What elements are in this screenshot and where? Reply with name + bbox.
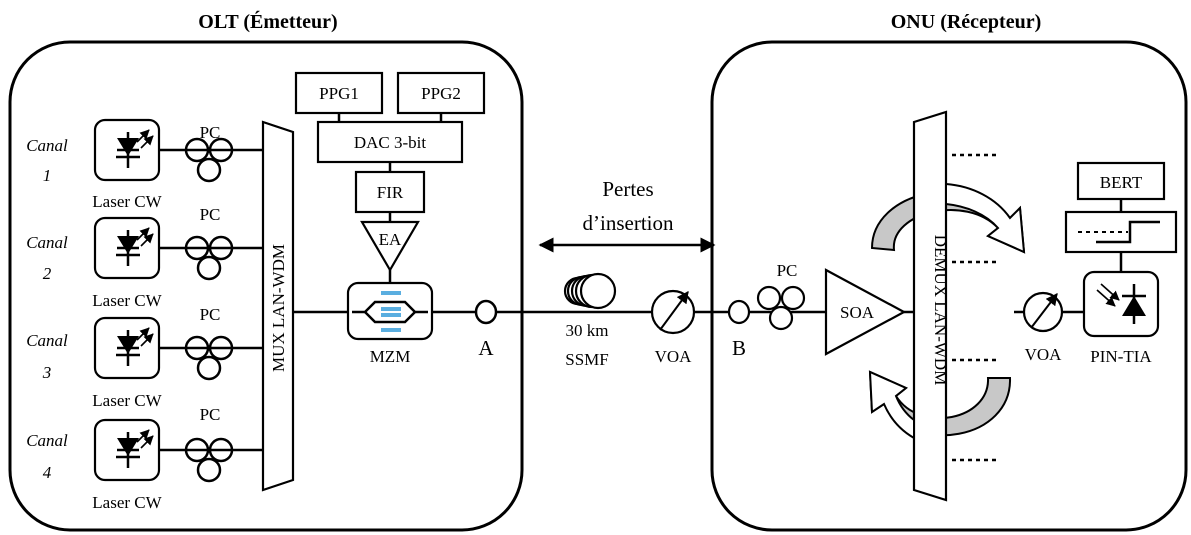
mzm-label: MZM (370, 347, 411, 366)
point-b-marker (727, 299, 751, 325)
insertion-loss-label-2: d’insertion (583, 211, 674, 235)
onu-receiver: ONU (Récepteur) B PC SOA DEMUX LAN-WDM (710, 11, 1188, 532)
channel-4-label: Canal (26, 431, 68, 450)
soa-amplifier: SOA (824, 268, 907, 356)
rx-voa-label: VOA (1025, 345, 1063, 364)
channel-4-number: 4 (43, 463, 52, 482)
laser-diode-icon (95, 120, 159, 180)
point-b-label: B (732, 336, 746, 360)
laser-1-label: Laser CW (92, 192, 162, 211)
fiber-type-label: SSMF (565, 350, 608, 369)
bert-block: BERT (1076, 161, 1166, 201)
insertion-loss-label-1: Pertes (602, 177, 653, 201)
pc-2-label: PC (200, 205, 221, 224)
channel-3-number: 3 (42, 363, 52, 382)
ea-amplifier: EA (360, 220, 420, 273)
ppg1-block: PPG1 (294, 71, 384, 115)
dac-label: DAC 3-bit (354, 133, 427, 152)
fiber-length-label: 30 km (566, 321, 609, 340)
olt-title: OLT (Émetteur) (198, 10, 337, 33)
rx-voa-icon (1022, 291, 1064, 333)
mux-label: MUX LAN-WDM (269, 244, 288, 372)
upper-arrow-head-icon (945, 182, 1026, 254)
voa-link-label: VOA (655, 347, 693, 366)
dac-block: DAC 3-bit (316, 120, 464, 164)
fir-block: FIR (354, 170, 426, 214)
polarization-controller-icon (184, 235, 234, 281)
polarization-controller-icon (184, 335, 234, 381)
channel-1-number: 1 (43, 166, 52, 185)
ppg2-block: PPG2 (396, 71, 486, 115)
bert-label: BERT (1100, 173, 1143, 192)
onu-pc-label: PC (777, 261, 798, 280)
channel-2: Canal 2 Laser CW PC (26, 205, 263, 310)
pin-tia-label: PIN-TIA (1090, 347, 1152, 366)
polarization-controller-icon (756, 285, 806, 331)
laser-2-label: Laser CW (92, 291, 162, 310)
laser-diode-icon (95, 420, 159, 480)
ea-label: EA (379, 230, 402, 249)
onu-enclosure (710, 40, 1188, 532)
point-a-label: A (478, 336, 494, 360)
polarization-controller-icon (184, 437, 234, 483)
optical-link: Pertes d’insertion 30 km SSMF VOA (496, 177, 740, 369)
mux-lan-wdm: MUX LAN-WDM (261, 120, 295, 492)
demux-lan-wdm: DEMUX LAN-WDM (912, 110, 950, 502)
channel-1-label: Canal (26, 136, 68, 155)
channel-4: Canal 4 Laser CW PC (26, 405, 263, 512)
onu-title: ONU (Récepteur) (891, 11, 1042, 33)
channel-3-label: Canal (26, 331, 68, 350)
electrode-icon (381, 291, 401, 295)
laser-diode-icon (95, 218, 159, 278)
channel-3: Canal 3 Laser CW PC (26, 305, 263, 410)
pc-1-label: PC (200, 123, 221, 142)
ppg2-label: PPG2 (421, 84, 461, 103)
soa-label: SOA (840, 303, 875, 322)
photodiode-icon (1096, 289, 1116, 307)
lower-arrow-tail-icon (868, 370, 915, 440)
channel-2-label: Canal (26, 233, 68, 252)
pc-3-label: PC (200, 305, 221, 324)
laser-4-label: Laser CW (92, 493, 162, 512)
olt-transmitter: OLT (Émetteur) Canal 1 Laser CW PC Canal… (8, 10, 524, 532)
laser-3-label: Laser CW (92, 391, 162, 410)
olt-enclosure (8, 40, 524, 532)
mzm-modulator: MZM (346, 281, 434, 366)
voa-icon (650, 289, 696, 335)
fir-label: FIR (377, 183, 404, 202)
decision-circuit (1064, 210, 1178, 254)
fiber-spool-icon (563, 272, 617, 310)
step-icon (1096, 220, 1160, 244)
pc-4-label: PC (200, 405, 221, 424)
channel-2-number: 2 (43, 264, 52, 283)
channel-1: Canal 1 Laser CW PC (26, 120, 263, 211)
demux-label: DEMUX LAN-WDM (931, 235, 950, 386)
laser-diode-icon (95, 318, 159, 378)
point-a-marker (474, 299, 498, 325)
polarization-controller-icon (184, 137, 234, 183)
ppg1-label: PPG1 (319, 84, 359, 103)
pin-tia-photodiode (1082, 270, 1160, 338)
